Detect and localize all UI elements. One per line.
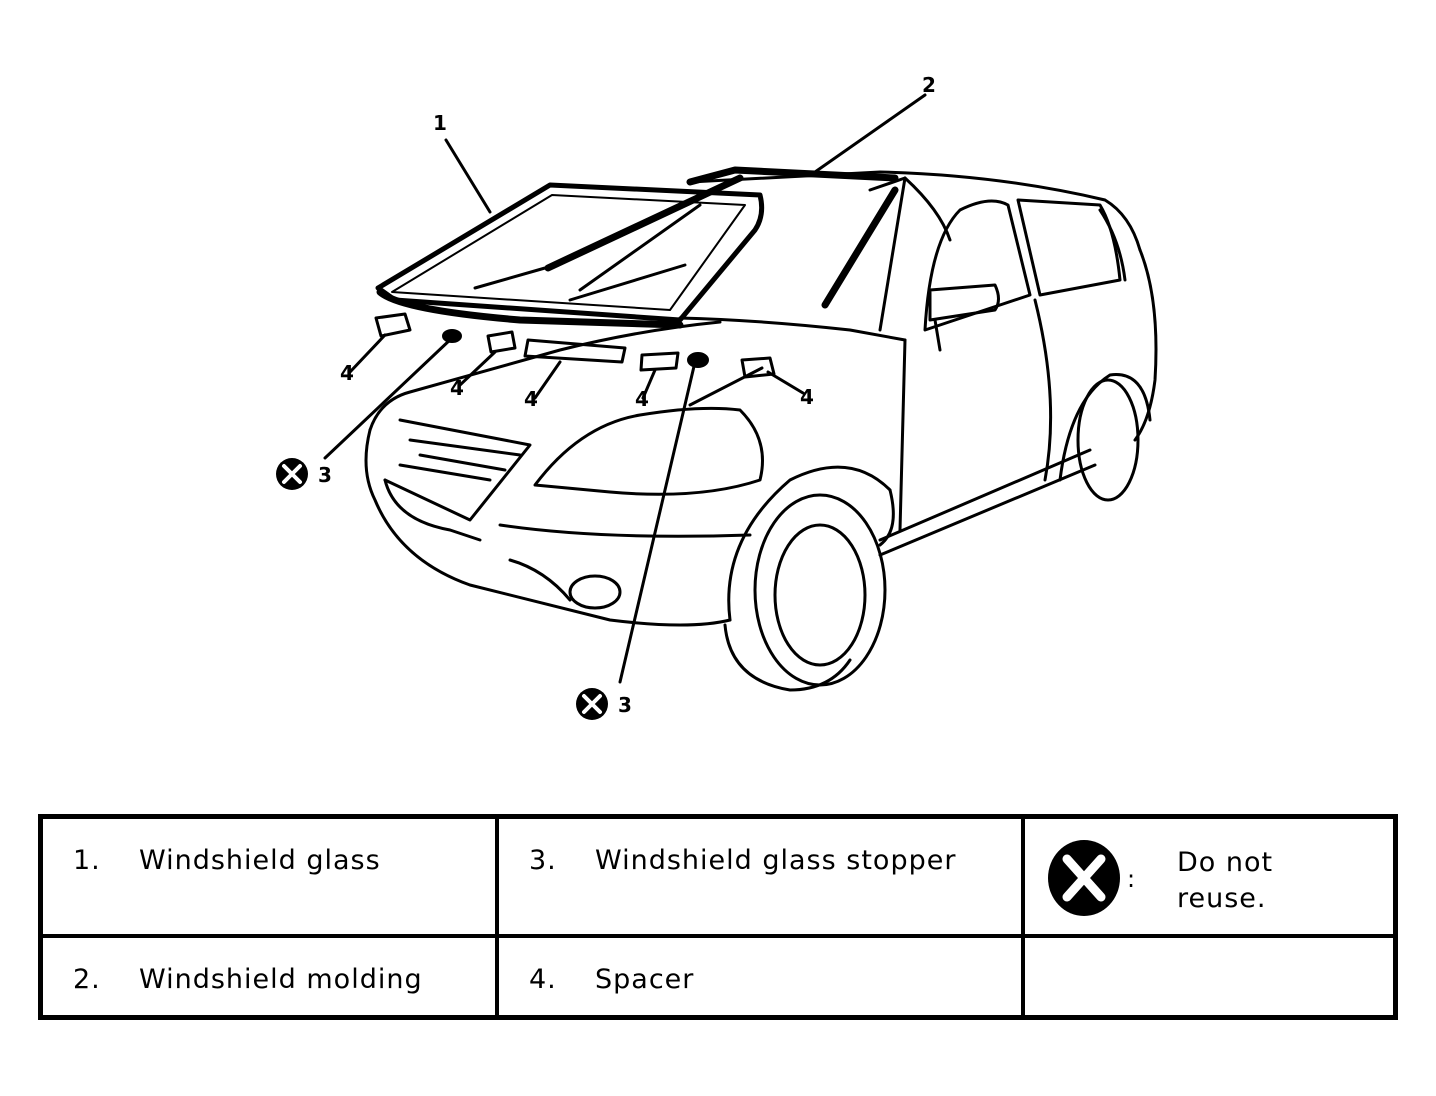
legend-label: Windshield glass stopper xyxy=(595,845,957,876)
legend-item-3: 3. Windshield glass stopper xyxy=(499,819,1025,938)
car-body xyxy=(364,170,1158,692)
stoppers xyxy=(442,329,709,368)
legend-table: 1. Windshield glass 3. Windshield glass … xyxy=(38,814,1398,1020)
do-not-reuse-icon xyxy=(1048,840,1120,916)
callout-2: 2 xyxy=(922,73,936,97)
legend-number: 3. xyxy=(529,845,557,876)
windshield-molding xyxy=(376,166,899,329)
callout-4: 4 xyxy=(450,376,464,400)
note-colon: : xyxy=(1127,865,1137,893)
do-not-reuse-marker xyxy=(276,458,308,490)
legend-note: : Do not reuse. xyxy=(1025,819,1393,938)
callout-1: 1 xyxy=(433,111,447,135)
legend-label: Windshield glass xyxy=(139,845,381,876)
legend-item-1: 1. Windshield glass xyxy=(43,819,499,938)
car-windshield-exploded-diagram: 1 2 3 3 4 4 4 4 4 xyxy=(276,73,1158,720)
legend-number: 4. xyxy=(529,964,557,995)
callout-4: 4 xyxy=(524,387,538,411)
leader-lines xyxy=(323,93,927,684)
callout-3: 3 xyxy=(618,693,632,717)
legend-label: Windshield molding xyxy=(139,964,423,995)
do-not-reuse-marker xyxy=(576,688,608,720)
callout-3: 3 xyxy=(318,463,332,487)
legend-number: 2. xyxy=(73,964,101,995)
legend-item-2: 2. Windshield molding xyxy=(43,938,499,1015)
legend-number: 1. xyxy=(73,845,101,876)
legend-empty-cell xyxy=(1025,938,1393,1015)
windshield-glass xyxy=(375,182,765,323)
callout-4: 4 xyxy=(635,387,649,411)
legend-label: Spacer xyxy=(595,964,695,995)
callout-4: 4 xyxy=(340,361,354,385)
callout-4: 4 xyxy=(800,385,814,409)
legend-item-4: 4. Spacer xyxy=(499,938,1025,1015)
note-text: Do not reuse. xyxy=(1177,847,1274,914)
